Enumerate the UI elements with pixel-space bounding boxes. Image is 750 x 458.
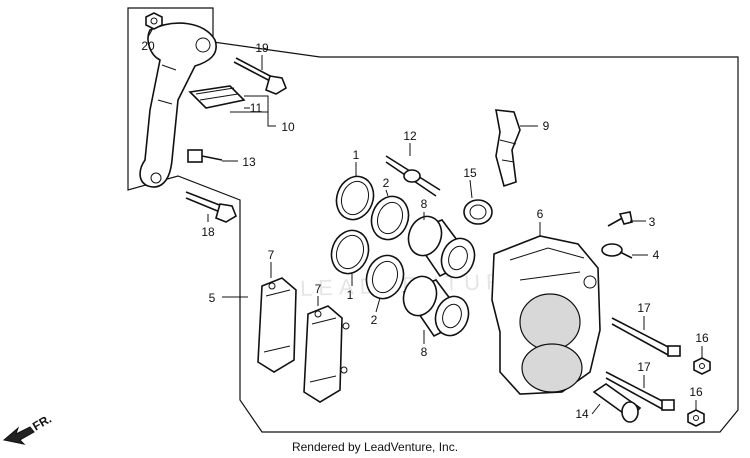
callout-17-upper: 17 (637, 301, 651, 315)
callout-10: 10 (281, 120, 295, 134)
callout-11: 11 (250, 101, 263, 115)
brake-pad-7-front (303, 305, 350, 403)
callout-3: 3 (649, 215, 656, 229)
dust-seal-2-upper (370, 195, 410, 241)
callout-17-lower: 17 (637, 360, 651, 374)
brake-pad-7-rear (257, 277, 297, 373)
callout-6: 6 (537, 207, 544, 221)
callout-13: 13 (242, 155, 256, 169)
callout-2-upper: 2 (383, 176, 390, 190)
piston-seal-1-upper (335, 175, 375, 221)
bolt-18 (185, 191, 237, 223)
callout-7-front: 7 (315, 282, 322, 296)
nut-20 (145, 12, 163, 30)
callout-labels: 20 19 11 10 13 18 12 9 1 2 8 15 6 3 4 7 … (141, 39, 709, 421)
pad-retainer-clip-11 (188, 85, 246, 109)
callout-5: 5 (209, 291, 216, 305)
callout-1-upper: 1 (353, 148, 360, 162)
callout-1-lower: 1 (347, 288, 354, 302)
callout-8-upper: 8 (421, 197, 428, 211)
bleeder-cap-4 (601, 243, 633, 259)
callout-9: 9 (543, 119, 550, 133)
piston-8-lower (402, 275, 470, 338)
caliper-body-6 (491, 235, 601, 395)
callout-19: 19 (255, 41, 269, 55)
callout-20: 20 (141, 39, 155, 53)
bleeder-screw-13 (187, 149, 223, 163)
callout-7-rear: 7 (268, 248, 275, 262)
front-direction-label: FR. (30, 412, 54, 434)
slide-pin-14 (592, 383, 642, 423)
plug-16-lower (687, 409, 705, 427)
callout-2-lower: 2 (371, 313, 378, 327)
callout-15: 15 (463, 166, 477, 180)
callout-8-lower: 8 (421, 345, 428, 359)
pin-boot-15 (463, 199, 493, 225)
bolt-19 (233, 57, 287, 95)
callout-12: 12 (403, 129, 417, 143)
piston-seal-1-lower (330, 229, 370, 275)
callout-14: 14 (575, 407, 589, 421)
dust-seal-2-lower (365, 254, 405, 300)
piston-8-upper (407, 215, 476, 279)
pad-pin-17-lower (605, 371, 675, 411)
callout-16-lower: 16 (689, 385, 703, 399)
callout-18: 18 (201, 225, 215, 239)
caliper-bracket (139, 22, 217, 188)
callout-16-upper: 16 (695, 331, 709, 345)
callout-4: 4 (653, 248, 660, 262)
leader-lines (147, 29, 703, 415)
slide-pin-12 (385, 155, 441, 197)
plug-16-upper (693, 357, 711, 375)
bleeder-3 (607, 211, 633, 227)
render-credit: Rendered by LeadVenture, Inc. (291, 440, 459, 454)
pad-pin-17-upper (611, 317, 681, 357)
pad-spring-9 (495, 109, 521, 188)
